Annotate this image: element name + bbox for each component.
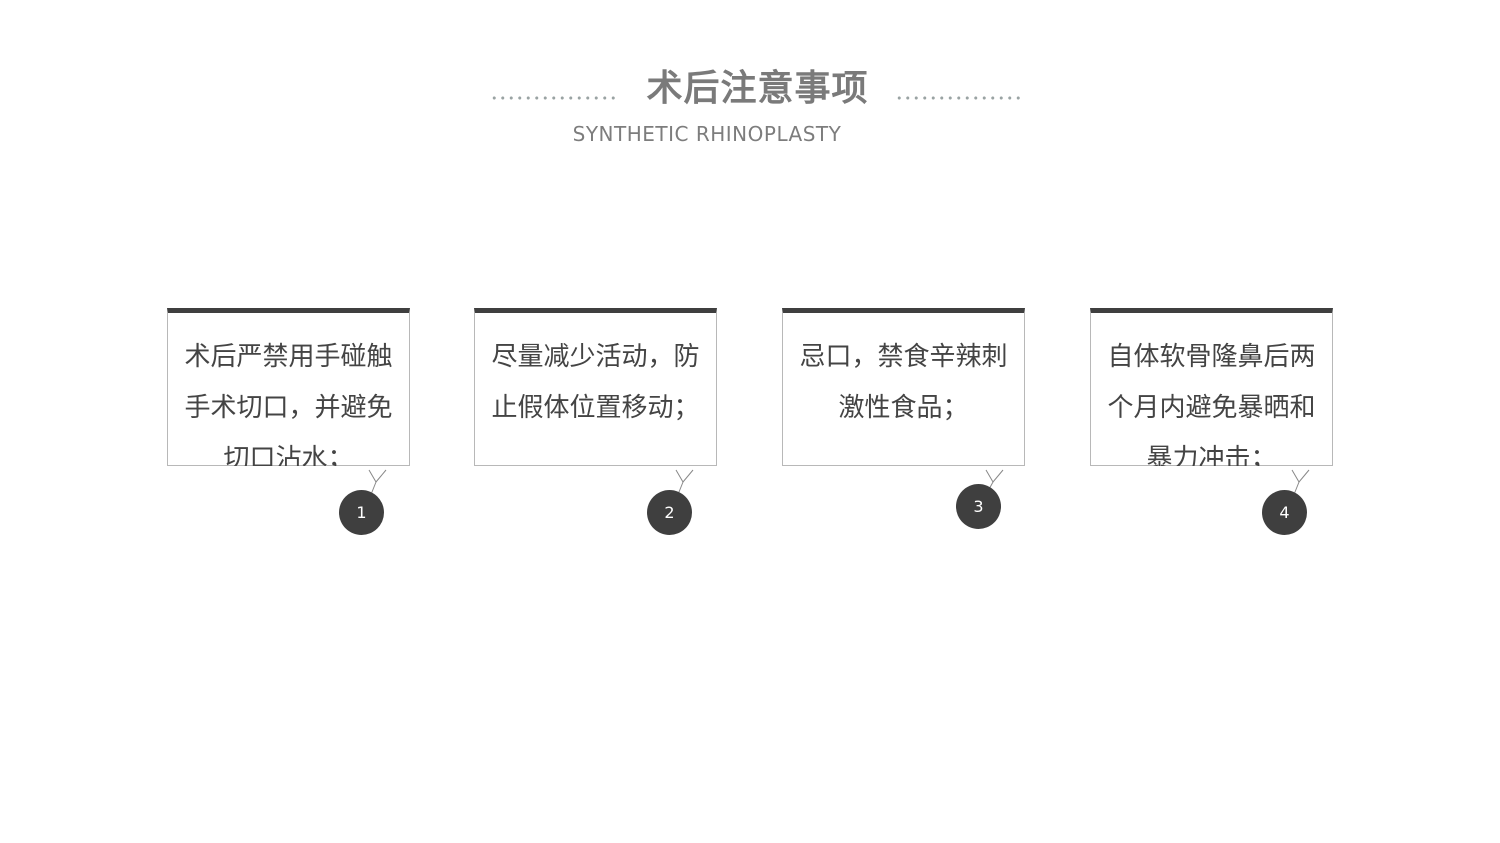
slide-subtitle: SYNTHETIC RHINOPLASTY — [572, 122, 842, 146]
step-badge-3: 3 — [956, 484, 1001, 529]
step-badge-4: 4 — [1262, 490, 1307, 535]
slide-header: 术后注意事项 SYNTHETIC RHINOPLASTY — [0, 0, 1500, 160]
step-badge-1: 1 — [339, 490, 384, 535]
dotted-divider-right — [895, 96, 1025, 100]
note-card-1: 术后严禁用手碰触手术切口，并避免切口沾水； — [167, 308, 410, 498]
note-card-2: 尽量减少活动，防止假体位置移动； — [474, 308, 717, 498]
dotted-divider-left — [490, 96, 620, 100]
note-card-4: 自体软骨隆鼻后两个月内避免暴晒和暴力冲击； — [1090, 308, 1333, 498]
note-card-text: 忌口，禁食辛辣刺激性食品； — [799, 342, 1008, 423]
note-card-text: 尽量减少活动，防止假体位置移动； — [491, 342, 700, 423]
step-badge-2: 2 — [647, 490, 692, 535]
note-card-text: 自体软骨隆鼻后两个月内避免暴晒和暴力冲击； — [1107, 342, 1316, 466]
note-card-text: 术后严禁用手碰触手术切口，并避免切口沾水； — [184, 342, 393, 466]
note-card-3: 忌口，禁食辛辣刺激性食品； — [782, 308, 1025, 492]
slide-title: 术后注意事项 — [646, 68, 869, 109]
